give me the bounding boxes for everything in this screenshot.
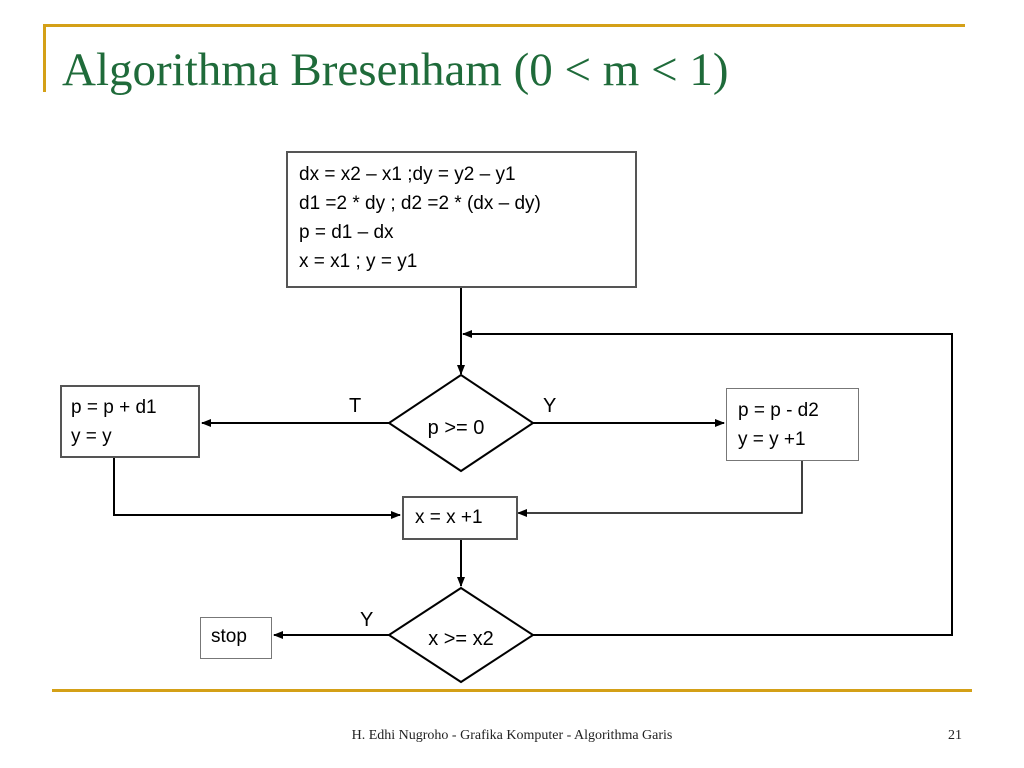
title-accent-bar-vertical	[43, 26, 46, 92]
left-box-line-2: y = y	[71, 426, 112, 447]
page-number: 21	[948, 728, 962, 743]
label-false-T: T	[349, 395, 361, 417]
label-true-Y-p: Y	[543, 395, 556, 417]
label-true-Y-x: Y	[360, 609, 373, 631]
increment-process-box: x = x +1	[402, 496, 518, 540]
right-box-line-2: y = y +1	[738, 429, 806, 450]
footer-text: H. Edhi Nugroho - Grafika Komputer - Alg…	[351, 728, 673, 743]
init-line-4: x = x1 ; y = y1	[299, 251, 418, 272]
title-accent-bar-horizontal	[43, 24, 965, 27]
connector-right-box-to-increment	[517, 460, 803, 517]
decision-x-text: x >= x2	[428, 628, 494, 650]
decision-diamond-p	[387, 373, 535, 473]
increment-text: x = x +1	[415, 507, 483, 528]
init-process-box: dx = x2 – x1 ;dy = y2 – y1 d1 =2 * dy ; …	[286, 151, 637, 288]
right-process-box: p = p - d2 y = y +1	[726, 388, 859, 461]
left-process-box: p = p + d1 y = y	[60, 385, 200, 458]
left-box-line-1: p = p + d1	[71, 397, 157, 418]
init-line-1: dx = x2 – x1 ;dy = y2 – y1	[299, 164, 516, 185]
stop-text: stop	[211, 626, 247, 647]
stop-terminal-box: stop	[200, 617, 272, 659]
connector-loop-back	[462, 330, 953, 636]
connector-left-box-to-increment	[113, 457, 401, 519]
decision-diamond-x	[387, 586, 535, 684]
init-line-2: d1 =2 * dy ; d2 =2 * (dx – dy)	[299, 193, 541, 214]
init-line-3: p = d1 – dx	[299, 222, 394, 243]
right-box-line-1: p = p - d2	[738, 400, 819, 421]
decision-p-text: p >= 0	[428, 417, 485, 439]
page-title: Algorithma Bresenham (0 < m < 1)	[62, 44, 729, 96]
footer-rule	[52, 689, 972, 692]
